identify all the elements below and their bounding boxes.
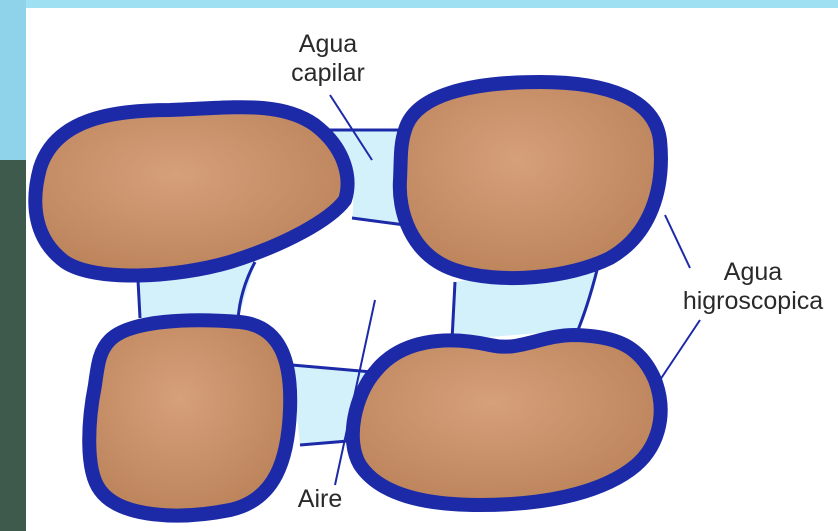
leader-higro-bottom	[660, 320, 700, 380]
label-agua-capilar: Agua capilar	[268, 30, 388, 88]
label-agua-higroscopica: Agua higroscopica	[668, 258, 838, 316]
label-agua-capilar-line1: Agua	[268, 30, 388, 59]
label-aire: Aire	[280, 485, 360, 514]
soil-particle-bottom-left	[89, 320, 290, 515]
soil-particle-bottom-right	[353, 335, 661, 505]
label-agua-higroscopica-line1: Agua	[668, 258, 838, 287]
label-agua-capilar-line2: capilar	[268, 59, 388, 88]
label-agua-higroscopica-line2: higroscopica	[668, 287, 838, 316]
soil-particle-top-left	[35, 107, 347, 275]
soil-particle-top-right	[400, 82, 661, 278]
